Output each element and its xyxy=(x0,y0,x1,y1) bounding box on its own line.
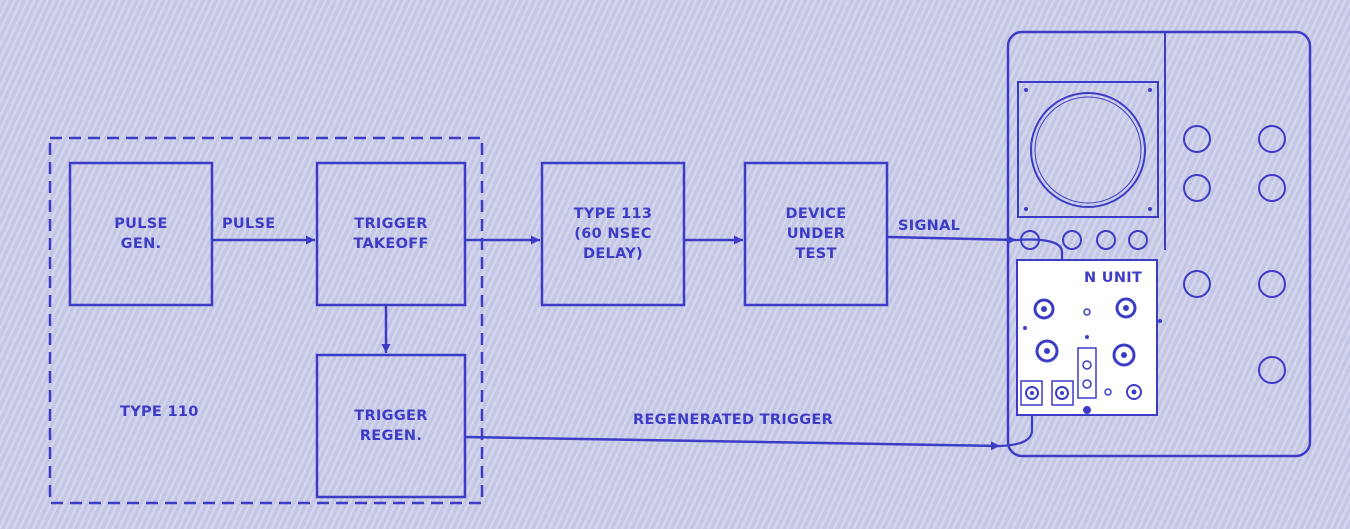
front-knob xyxy=(1096,230,1116,250)
signal-cable xyxy=(1015,238,1064,394)
signal-arrow xyxy=(886,235,1017,245)
control-knob xyxy=(1183,174,1211,202)
n-unit-label: N UNIT xyxy=(1084,270,1143,286)
regenerated-trigger-arrow xyxy=(464,435,1001,451)
type113-box xyxy=(540,161,686,307)
type110-enclosure xyxy=(48,136,484,505)
trigger-takeoff-box xyxy=(315,161,467,307)
control-knob xyxy=(1183,270,1211,298)
type110-label: TYPE 110 xyxy=(120,404,199,420)
n-unit-slot xyxy=(1077,347,1097,399)
control-knob xyxy=(1258,125,1286,153)
front-knob xyxy=(1062,230,1082,250)
trigger-cable xyxy=(999,397,1034,448)
control-knob xyxy=(1258,174,1286,202)
trigger-input-jack xyxy=(1020,380,1043,406)
device-under-test-box xyxy=(743,161,889,307)
trigger-regen-box xyxy=(315,353,467,499)
signal-input-jack xyxy=(1051,380,1074,406)
pulse-label: PULSE xyxy=(222,216,276,232)
signal-label: SIGNAL xyxy=(898,218,961,234)
oscilloscope-outline xyxy=(1006,30,1312,458)
oscilloscope xyxy=(1006,30,1312,458)
crt-bezel xyxy=(1017,81,1159,218)
pulse-gen-box xyxy=(68,161,214,307)
front-knob xyxy=(1020,230,1040,250)
control-knob xyxy=(1183,125,1211,153)
front-knob xyxy=(1128,230,1148,250)
regenerated-trigger-label: REGENERATED TRIGGER xyxy=(633,412,834,428)
crt-screen xyxy=(1030,92,1146,208)
control-knob xyxy=(1258,270,1286,298)
control-knob xyxy=(1258,356,1286,384)
